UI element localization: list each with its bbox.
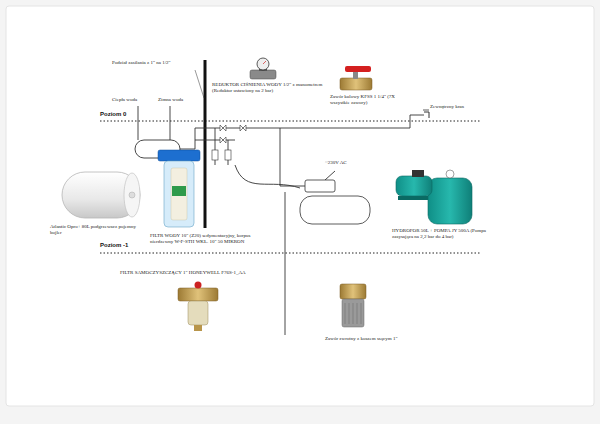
pressure-reducer-picture <box>250 58 276 79</box>
wall <box>204 60 207 228</box>
level-name: Poziom 0 <box>100 111 140 118</box>
level-name: Poziom -1 <box>100 242 140 249</box>
part-name: FILTR WODY 10" (Z20) sedymentacyjny, kor… <box>150 233 272 245</box>
boiler-picture <box>62 172 140 218</box>
part-name: Zewnętrzny kran <box>430 104 480 110</box>
pump-symbol <box>305 180 335 192</box>
leader-line <box>195 70 204 98</box>
sheet <box>6 6 594 406</box>
power-note: ~230V AC <box>325 160 365 166</box>
pipe-name: Zimna woda <box>158 97 198 103</box>
hydrophore-picture <box>396 170 472 224</box>
self-cleaning-filter-picture <box>178 282 218 332</box>
tap-symbol <box>423 110 429 118</box>
tank-symbol <box>300 196 370 224</box>
check-valve-picture <box>340 284 366 327</box>
part-name: Atlantic Opro+ 80L podgrzewacz pojemny b… <box>50 224 140 236</box>
part-name: REDUKTOR CIŚNIENIA WODY 1/2" z manometre… <box>212 82 324 94</box>
ball-valve-picture <box>340 66 372 90</box>
part-name: Zawór zwrotny z koszem ssącym 1" <box>325 336 407 342</box>
level-line <box>100 253 480 254</box>
level-line <box>100 121 480 122</box>
part-name: FILTR SAMOCZYSZCZĄCY 1" HONEYWELL F76S-1… <box>120 270 260 276</box>
pipe-name: Ciepła woda <box>112 97 152 103</box>
valve-symbols <box>212 125 246 160</box>
supply-split-note: Podział zasilania z 1" na 1/2" <box>112 60 194 66</box>
part-name: Zawór kulowy KFSS 1 1/4" (7X wszystkie z… <box>330 94 406 106</box>
pipes <box>138 106 424 335</box>
part-name: HYDROFOR 50L + POMPA JY 500A (Pompa zasy… <box>392 228 488 240</box>
water-filter-picture <box>158 150 200 227</box>
